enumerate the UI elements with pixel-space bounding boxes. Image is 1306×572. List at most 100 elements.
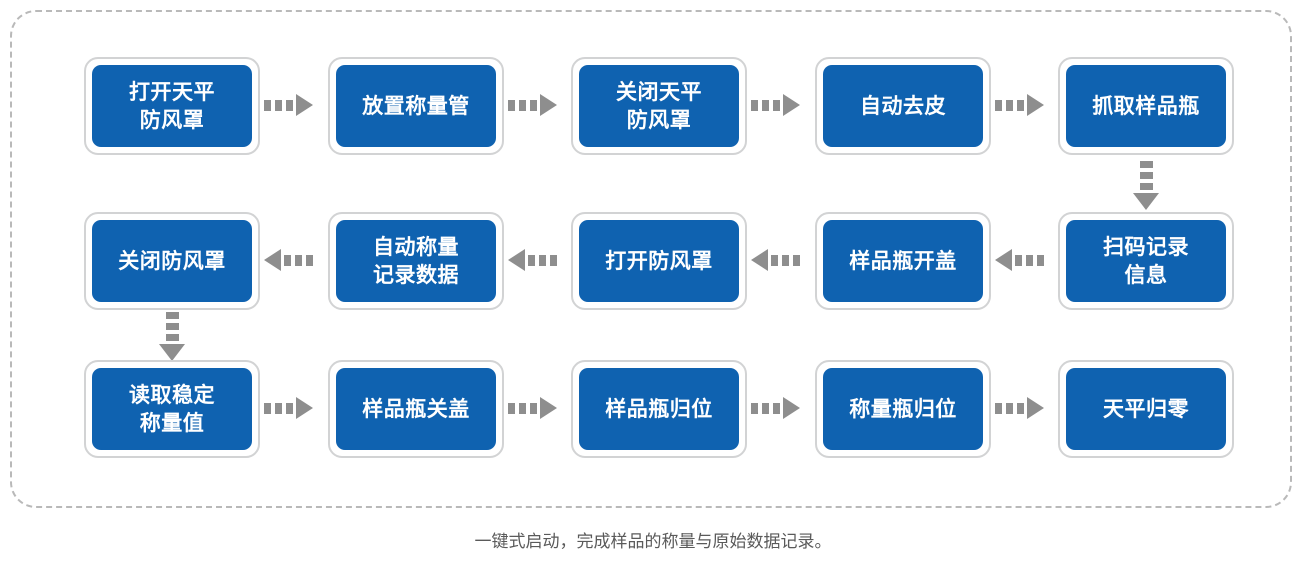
- arrow-dashes: [528, 254, 557, 266]
- arrow-left-icon: [508, 249, 560, 271]
- arrow-right-icon: [264, 94, 316, 116]
- flow-node-label: 关闭天平 防风罩: [616, 79, 702, 132]
- arrow-dash: [1139, 183, 1153, 190]
- arrow-dash: [762, 99, 769, 111]
- arrow-dashes: [751, 402, 780, 414]
- flow-node-label: 扫码记录 信息: [1103, 234, 1189, 287]
- flow-node-r1c5[interactable]: 抓取样品瓶: [1058, 57, 1234, 155]
- arrow-dash: [550, 254, 557, 266]
- arrow-dash: [508, 99, 515, 111]
- flow-node-plate: 自动称量 记录数据: [336, 220, 496, 302]
- arrow-dash: [165, 312, 179, 319]
- flow-node-r2c5[interactable]: 扫码记录 信息: [1058, 212, 1234, 310]
- arrow-dash: [275, 99, 282, 111]
- arrow-down-icon: [159, 312, 185, 364]
- arrow-right-icon: [508, 94, 560, 116]
- arrow-dashes: [284, 254, 313, 266]
- flow-node-r3c4[interactable]: 称量瓶归位: [815, 360, 991, 458]
- arrow-dash: [1006, 402, 1013, 414]
- arrow-right-icon: [264, 397, 316, 419]
- arrow-right-icon: [995, 397, 1047, 419]
- flow-node-label: 样品瓶关盖: [362, 396, 470, 421]
- arrow-dash: [519, 402, 526, 414]
- flow-row-1: 打开天平 防风罩 放置称量管 关闭天平 防风罩 自动去皮 抓取样: [0, 56, 1306, 156]
- arrow-head: [540, 397, 557, 419]
- arrow-dash: [286, 99, 293, 111]
- flow-node-r1c4[interactable]: 自动去皮: [815, 57, 991, 155]
- flow-node-plate: 关闭防风罩: [92, 220, 252, 302]
- flow-node-label: 打开防风罩: [605, 248, 713, 273]
- arrow-dash: [306, 254, 313, 266]
- flow-node-plate: 样品瓶开盖: [823, 220, 983, 302]
- flow-row-2: 关闭防风罩 自动称量 记录数据 打开防风罩 样品瓶开盖 扫码记录: [0, 211, 1306, 311]
- arrow-dash: [995, 99, 1002, 111]
- arrow-dash: [1037, 254, 1044, 266]
- flow-node-plate: 自动去皮: [823, 65, 983, 147]
- flow-node-r1c3[interactable]: 关闭天平 防风罩: [571, 57, 747, 155]
- flow-node-label: 读取稳定 称量值: [129, 382, 215, 435]
- flow-node-label: 自动称量 记录数据: [373, 234, 459, 287]
- arrow-dashes: [1139, 161, 1153, 190]
- arrow-dash: [264, 402, 271, 414]
- arrow-left-icon: [751, 249, 803, 271]
- arrow-dashes: [751, 99, 780, 111]
- arrow-dash: [751, 402, 758, 414]
- arrow-dash: [519, 99, 526, 111]
- flow-node-plate: 样品瓶关盖: [336, 368, 496, 450]
- arrow-dashes: [264, 99, 293, 111]
- flow-node-label: 自动去皮: [860, 93, 946, 118]
- flow-node-plate: 天平归零: [1066, 368, 1226, 450]
- flow-node-r1c1[interactable]: 打开天平 防风罩: [84, 57, 260, 155]
- arrow-head: [1133, 193, 1159, 210]
- flow-node-label: 打开天平 防风罩: [129, 79, 215, 132]
- arrow-dash: [508, 402, 515, 414]
- arrow-dashes: [264, 402, 293, 414]
- arrow-dash: [264, 99, 271, 111]
- arrow-right-icon: [751, 94, 803, 116]
- arrow-dash: [782, 254, 789, 266]
- flow-node-r3c2[interactable]: 样品瓶关盖: [328, 360, 504, 458]
- arrow-dash: [295, 254, 302, 266]
- flow-node-plate: 放置称量管: [336, 65, 496, 147]
- flowchart-grid: 打开天平 防风罩 放置称量管 关闭天平 防风罩 自动去皮 抓取样: [0, 56, 1306, 459]
- arrow-dash: [762, 402, 769, 414]
- flow-node-plate: 样品瓶归位: [579, 368, 739, 450]
- arrow-right-icon: [751, 397, 803, 419]
- arrow-dash: [793, 254, 800, 266]
- flow-node-r2c1[interactable]: 关闭防风罩: [84, 212, 260, 310]
- flow-node-r2c3[interactable]: 打开防风罩: [571, 212, 747, 310]
- flow-node-plate: 称量瓶归位: [823, 368, 983, 450]
- arrow-dash: [539, 254, 546, 266]
- arrow-dash: [1017, 402, 1024, 414]
- arrow-dash: [284, 254, 291, 266]
- flow-node-r3c3[interactable]: 样品瓶归位: [571, 360, 747, 458]
- flow-node-r2c2[interactable]: 自动称量 记录数据: [328, 212, 504, 310]
- arrow-dash: [275, 402, 282, 414]
- arrow-head: [540, 94, 557, 116]
- arrow-right-icon: [508, 397, 560, 419]
- arrow-dash: [165, 334, 179, 341]
- arrow-left-icon: [264, 249, 316, 271]
- arrow-dashes: [165, 312, 179, 341]
- flow-row-3: 读取稳定 称量值 样品瓶关盖 样品瓶归位 称量瓶归位 天平归零: [0, 359, 1306, 459]
- flow-node-label: 放置称量管: [362, 93, 470, 118]
- flow-node-r1c2[interactable]: 放置称量管: [328, 57, 504, 155]
- arrow-left-icon: [995, 249, 1047, 271]
- flow-node-r3c5[interactable]: 天平归零: [1058, 360, 1234, 458]
- flow-node-r2c4[interactable]: 样品瓶开盖: [815, 212, 991, 310]
- flow-node-plate: 读取稳定 称量值: [92, 368, 252, 450]
- arrow-dash: [1017, 99, 1024, 111]
- arrow-dash: [771, 254, 778, 266]
- flow-node-plate: 打开防风罩: [579, 220, 739, 302]
- arrow-dashes: [508, 99, 537, 111]
- flow-node-label: 关闭防风罩: [118, 248, 226, 273]
- arrow-right-icon: [995, 94, 1047, 116]
- arrow-dash: [773, 99, 780, 111]
- arrow-head: [995, 249, 1012, 271]
- arrow-dashes: [508, 402, 537, 414]
- flow-node-plate: 打开天平 防风罩: [92, 65, 252, 147]
- flow-node-label: 天平归零: [1103, 396, 1189, 421]
- arrow-dashes: [1015, 254, 1044, 266]
- flow-node-r3c1[interactable]: 读取稳定 称量值: [84, 360, 260, 458]
